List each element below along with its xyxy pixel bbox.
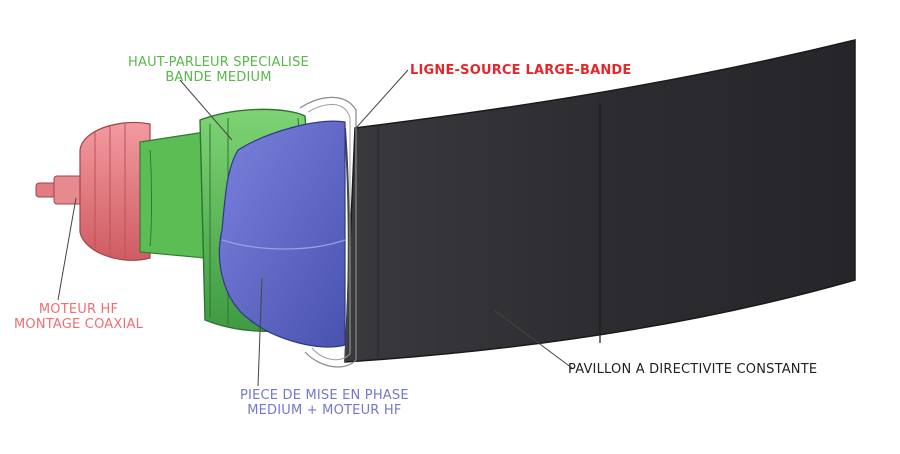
hf-motor <box>35 121 151 261</box>
label-hf-motor-line1: MOTEUR HF <box>38 302 119 317</box>
label-horn: PAVILLON A DIRECTIVITE CONSTANTE <box>568 362 817 377</box>
label-phase-plug-line2: MEDIUM + MOTEUR HF <box>247 403 402 418</box>
leader-line-source <box>355 69 409 129</box>
horn-body <box>344 39 856 363</box>
label-midrange-driver: HAUT-PARLEUR SPECIALISE BANDE MEDIUM <box>128 55 309 85</box>
label-horn-line1: PAVILLON A DIRECTIVITE CONSTANTE <box>568 362 818 377</box>
label-hf-motor: MOTEUR HF MONTAGE COAXIAL <box>14 302 143 332</box>
leader-horn <box>493 309 573 369</box>
phase-plug <box>218 120 346 348</box>
label-midrange-line1: HAUT-PARLEUR SPECIALISE <box>128 55 309 70</box>
line-source-frame <box>299 96 357 368</box>
label-phase-plug: PIECE DE MISE EN PHASE MEDIUM + MOTEUR H… <box>240 388 409 418</box>
label-line-source: LIGNE-SOURCE LARGE-BANDE <box>410 63 632 78</box>
label-phase-plug-line1: PIECE DE MISE EN PHASE <box>240 388 409 403</box>
label-midrange-line2: BANDE MEDIUM <box>165 70 272 85</box>
leader-hf-motor <box>57 197 77 301</box>
label-hf-motor-line2: MONTAGE COAXIAL <box>14 317 144 332</box>
leader-midrange <box>179 79 233 141</box>
leader-phase-plug <box>257 277 263 387</box>
label-line-source-line1: LIGNE-SOURCE LARGE-BANDE <box>410 63 632 78</box>
leader-lines <box>57 69 573 387</box>
